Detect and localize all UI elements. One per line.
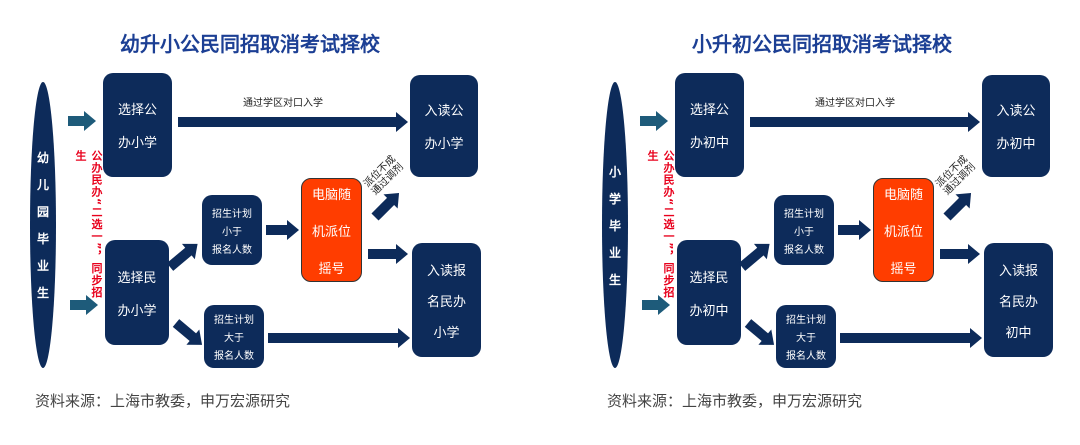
text-line: 名民办 xyxy=(998,294,1038,310)
text-line: 入读公 xyxy=(424,104,464,119)
text-line: 招生计划 xyxy=(212,208,252,220)
lottery-box: 电脑随机派位摇号 xyxy=(301,178,362,282)
public-route-arrow xyxy=(178,112,408,132)
text-line: 选择民 xyxy=(117,270,157,286)
plan-more-box: 招生计划大于报名人数 xyxy=(776,305,836,368)
to-more-arrow xyxy=(172,319,209,353)
text-line: 大于 xyxy=(224,333,244,344)
enter-public-box: 入读公办小学 xyxy=(410,75,478,177)
route-label: 通过学区对口入学 xyxy=(815,98,895,109)
panel-title: 幼升小公民同招取消考试择校 xyxy=(120,32,380,56)
text-line: 报名人数 xyxy=(784,244,824,256)
choose-public-box: 选择公办初中 xyxy=(675,73,744,177)
enter-private-box: 入读报名民办初中 xyxy=(984,243,1053,357)
text-line: 摇号 xyxy=(890,261,917,277)
entry-arrow-private xyxy=(642,295,670,315)
text-line: 办初中 xyxy=(689,136,729,151)
source-note: 资料来源：上海市教委，申万宏源研究 xyxy=(607,392,863,410)
route-label: 通过学区对口入学 xyxy=(243,98,323,109)
text-line: 办初中 xyxy=(996,137,1036,152)
panel-title: 小升初公民同招取消考试择校 xyxy=(692,32,952,56)
text-line: 小于 xyxy=(222,226,242,238)
text-line: 选择公 xyxy=(117,103,157,118)
text-line: 办小学 xyxy=(117,303,157,319)
text-line: 大于 xyxy=(796,333,816,344)
adjust-label: 派位不成通过调剂 xyxy=(362,153,406,198)
text-line: 摇号 xyxy=(318,261,345,277)
text-line: 生 xyxy=(36,286,49,300)
graduate-ellipse: 小学毕业生 xyxy=(602,82,628,368)
text-line: 招生计划 xyxy=(784,208,824,220)
adjust-label: 派位不成通过调剂 xyxy=(934,153,978,198)
text-line: 业 xyxy=(608,245,621,260)
entry-arrow-public xyxy=(640,111,668,131)
plan-less-box: 招生计划小于报名人数 xyxy=(774,195,834,265)
text-line: 儿 xyxy=(36,178,49,192)
text-line: 幼 xyxy=(36,151,49,165)
enter-private-box: 入读报名民办小学 xyxy=(412,243,481,357)
text-line: 机派位 xyxy=(311,224,351,240)
entry-arrow-private xyxy=(70,295,98,315)
text-line: 选择公 xyxy=(689,103,729,118)
text-line: 入读报 xyxy=(998,263,1038,279)
text-line: 办小学 xyxy=(424,137,464,152)
lottery-to-private-arrow xyxy=(368,244,408,264)
flow-panel-1: 小升初公民同招取消考试择校 小学毕业生 公办民办“二选一”，同步招生 选择公办初… xyxy=(572,0,1080,445)
less-to-lottery-arrow xyxy=(266,220,299,240)
red-note: 公办民办“二选一”，同步招生 xyxy=(74,150,103,299)
red-note: 公办民办“二选一”，同步招生 xyxy=(646,150,675,299)
text-line: 办初中 xyxy=(689,303,729,319)
more-to-private-arrow xyxy=(840,328,982,348)
text-line: 小于 xyxy=(794,226,814,238)
flow-panel-0: 幼升小公民同招取消考试择校 幼儿园毕业生 公办民办“二选一”，同步招生 选择公办… xyxy=(30,32,481,410)
text-line: 名民办 xyxy=(426,294,466,310)
text-line: 报名人数 xyxy=(214,351,254,362)
text-line: 初中 xyxy=(1005,325,1032,341)
plan-more-box: 招生计划大于报名人数 xyxy=(204,305,264,368)
text-line: 毕 xyxy=(608,218,621,233)
text-line: 业 xyxy=(36,259,49,273)
more-to-private-arrow xyxy=(268,328,410,348)
text-line: 招生计划 xyxy=(214,315,254,326)
source-note: 资料来源：上海市教委，申万宏源研究 xyxy=(35,392,291,410)
text-line: 入读报 xyxy=(426,263,466,279)
to-less-arrow xyxy=(738,236,777,271)
text-line: 电脑随 xyxy=(883,187,923,203)
choose-public-box: 选择公办小学 xyxy=(103,73,172,177)
choose-private-box: 选择民办初中 xyxy=(677,240,741,345)
lottery-to-private-arrow xyxy=(940,244,980,264)
text-line: 毕 xyxy=(36,232,49,246)
lottery-box: 电脑随机派位摇号 xyxy=(873,178,934,282)
text-line: 生 xyxy=(608,272,621,287)
text-line: 机派位 xyxy=(883,224,923,240)
text-line: 招生计划 xyxy=(786,315,826,326)
text-line: 电脑随 xyxy=(311,187,351,203)
text-line: 小学 xyxy=(433,325,460,341)
plan-less-box: 招生计划小于报名人数 xyxy=(202,195,262,265)
text-line: 报名人数 xyxy=(786,351,826,362)
text-line: 报名人数 xyxy=(212,244,252,256)
enter-public-box: 入读公办初中 xyxy=(982,75,1050,177)
less-to-lottery-arrow xyxy=(838,220,871,240)
to-more-arrow xyxy=(744,319,781,353)
text-line: 入读公 xyxy=(996,104,1036,119)
choose-private-box: 选择民办小学 xyxy=(105,240,169,345)
text-line: 小 xyxy=(608,164,621,179)
text-line: 选择民 xyxy=(689,270,729,286)
text-line: 园 xyxy=(36,205,49,219)
public-route-arrow xyxy=(750,112,980,132)
to-less-arrow xyxy=(166,236,205,271)
text-line: 办小学 xyxy=(117,136,157,151)
graduate-ellipse: 幼儿园毕业生 xyxy=(30,82,56,368)
text-line: 学 xyxy=(608,191,621,206)
entry-arrow-public xyxy=(68,111,96,131)
